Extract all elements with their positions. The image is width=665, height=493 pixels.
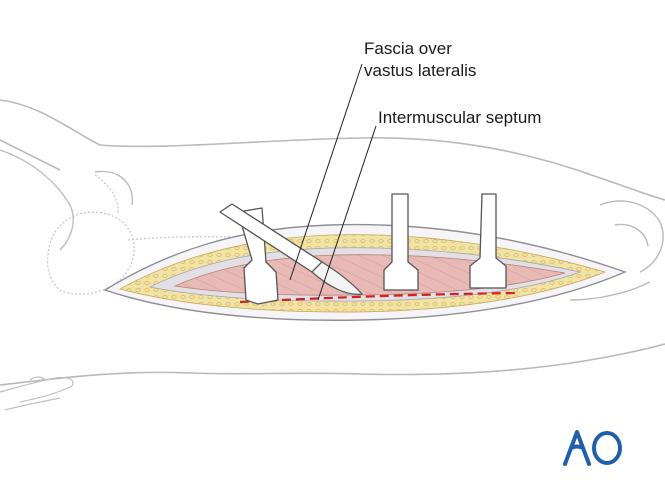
retractor-right	[469, 193, 507, 289]
fascia-label-line2: vastus lateralis	[364, 61, 477, 80]
fascia-leader-line	[289, 63, 363, 281]
scalpel	[219, 203, 363, 295]
ao-logo	[563, 430, 622, 466]
pelvis-outline	[0, 149, 134, 251]
retractor-middle	[383, 193, 419, 291]
fascia-label: Fascia over vastus lateralis	[364, 38, 476, 82]
septum-leader-line	[317, 125, 377, 301]
thigh-outline	[0, 99, 665, 386]
leader-lines	[289, 63, 377, 301]
septum-label: Intermuscular septum	[378, 108, 542, 127]
fascia-label-line1: Fascia over	[364, 39, 452, 58]
incision-wound	[103, 223, 627, 321]
hand-outline	[0, 376, 74, 411]
knee-outline	[569, 200, 664, 301]
